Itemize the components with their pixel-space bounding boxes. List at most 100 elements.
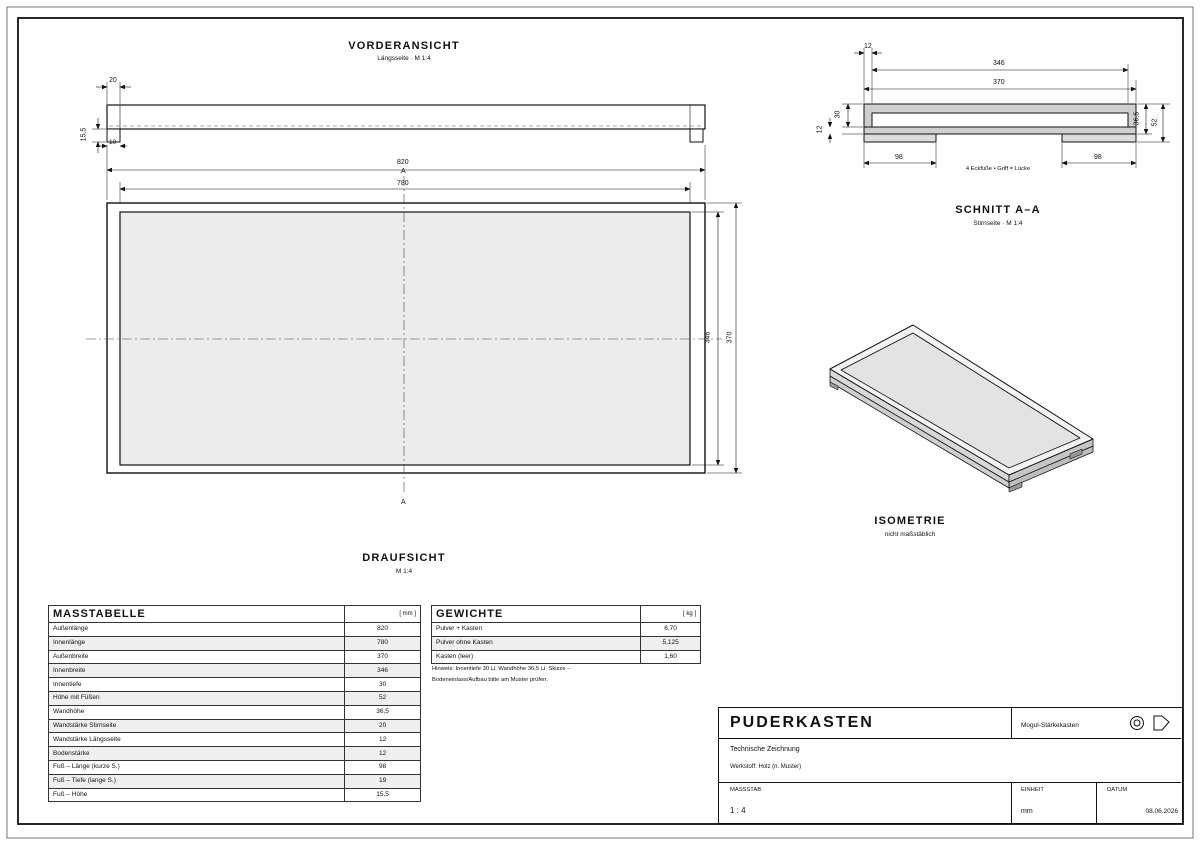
front-view-subtitle: Längsseite · M 1:4 [377, 55, 431, 62]
row-label: Fuß – Höhe [47, 787, 346, 803]
row-value: 98 [344, 759, 421, 775]
dim-section-depth: 30 [834, 110, 842, 119]
top-view-subtitle: M 1:4 [395, 568, 413, 575]
document-type: Technische Zeichnung [730, 746, 800, 753]
isometric-view-subtitle: nicht maßstäblich [884, 531, 936, 538]
weight-table-title: GEWICHTE [430, 605, 642, 623]
dim-section-foot-left: 98 [895, 154, 903, 161]
row-label: Fuß – Tiefe (lange S.) [47, 773, 346, 789]
dim-section-wall: 12 [864, 43, 872, 50]
table-row: Kasten (leer)1,60 [430, 649, 701, 665]
row-value: 12 [344, 746, 421, 761]
measure-table-title: MASSTABELLE [47, 605, 346, 623]
dim-outer-width: 370 [726, 331, 734, 344]
row-value: 52 [344, 690, 421, 706]
drawing-frame [17, 17, 1184, 825]
dim-section-inner: 346 [993, 60, 1005, 67]
date-value: 08.06.2026 [1145, 808, 1178, 815]
row-label: Wandstärke Längsseite [47, 732, 346, 748]
row-label: Kasten (leer) [430, 649, 642, 665]
unit-value: mm [1021, 808, 1033, 815]
dim-front-wall: 20 [109, 77, 117, 84]
row-label: Außenbreite [47, 649, 346, 665]
row-value: 5,125 [640, 635, 701, 651]
row-label: Fuß – Länge (kurze S.) [47, 759, 346, 775]
row-label: Innentiefe [47, 677, 346, 692]
measure-table-unit: [ mm ] [344, 605, 421, 623]
row-value: 346 [344, 663, 421, 679]
row-value: 15,5 [344, 787, 421, 803]
dim-section-floor: 12 [816, 125, 824, 134]
section-feet-note: 4 Eckfüße • Griff = Lücke [965, 166, 1031, 172]
dim-section-wall-height: 36,5 [1133, 111, 1141, 126]
row-value: 6,70 [640, 622, 701, 637]
row-label: Pulver ohne Kasten [430, 635, 642, 651]
drawing-title: PUDERKASTEN [730, 714, 874, 731]
row-label: Pulver + Kasten [430, 622, 642, 637]
weight-table-unit: [ kg ] [640, 605, 701, 623]
row-label: Wandstärke Stirnseite [47, 718, 346, 734]
dim-front-foot-width: 10 [109, 139, 117, 146]
row-label: Innenlänge [47, 635, 346, 651]
dim-section-foot-right: 98 [1094, 154, 1102, 161]
dim-inner-length: 780 [397, 180, 409, 187]
row-value: 20 [344, 718, 421, 734]
scale-label: MASSSTAB [730, 787, 762, 793]
unit-label: EINHEIT [1021, 787, 1044, 793]
row-label: Bodenstärke [47, 746, 346, 761]
top-view [86, 176, 742, 494]
row-value: 30 [344, 677, 421, 692]
section-mark-top: A [401, 168, 406, 175]
table-row: Fuß – Länge (kurze S.)98 [47, 759, 421, 775]
drawing-subtitle: Mogul-Stärkekasten [1021, 722, 1079, 729]
section-view-subtitle: Stirnseite · M 1:4 [973, 220, 1023, 227]
table-row: Fuß – Tiefe (lange S.)19 [47, 773, 421, 789]
row-value: 1,60 [640, 649, 701, 665]
row-label: Höhe mit Füßen [47, 690, 346, 706]
row-value: 370 [344, 649, 421, 665]
dim-section-total-height: 52 [1151, 118, 1159, 127]
section-view-title: SCHNITT A–A [955, 204, 1041, 216]
material: Werkstoff: Holz (n. Muster) [730, 764, 802, 770]
isometric-view-title: ISOMETRIE [874, 515, 946, 527]
dim-front-foot-height: 15,5 [80, 127, 88, 142]
projection-symbol [1130, 715, 1170, 731]
note-line-1: Hinweis: Innentiefe 30 ⊔, Wandhöhe 36,5 … [432, 666, 571, 672]
row-value: 820 [344, 622, 421, 637]
dim-inner-width: 346 [704, 331, 712, 344]
note-line-2: Bodeneinlass/Aufbau bitte am Muster prüf… [432, 677, 549, 683]
title-block: PUDERKASTEN Mogul-Stärkekasten Technisch… [718, 707, 1183, 824]
dim-section-outer: 370 [993, 79, 1005, 86]
isometric-view [829, 324, 1094, 493]
front-view-title: VORDERANSICHT [348, 40, 460, 52]
note-text: Hinweis: Innentiefe 30 ⊔, Wandhöhe 36,5 … [432, 664, 570, 686]
truncated-cone-icon [1153, 715, 1170, 731]
row-value: 19 [344, 773, 421, 789]
outer-frame [6, 6, 1194, 839]
dim-outer-length: 820 [397, 159, 409, 166]
row-label: Wandhöhe [47, 704, 346, 720]
row-value: 36,5 [344, 704, 421, 720]
front-view [92, 82, 706, 210]
row-value: 12 [344, 732, 421, 748]
target-circle-icon [1130, 716, 1144, 730]
row-label: Außenlänge [47, 622, 346, 637]
top-view-title: DRAUFSICHT [362, 552, 446, 564]
row-value: 780 [344, 635, 421, 651]
row-label: Innenbreite [47, 663, 346, 679]
